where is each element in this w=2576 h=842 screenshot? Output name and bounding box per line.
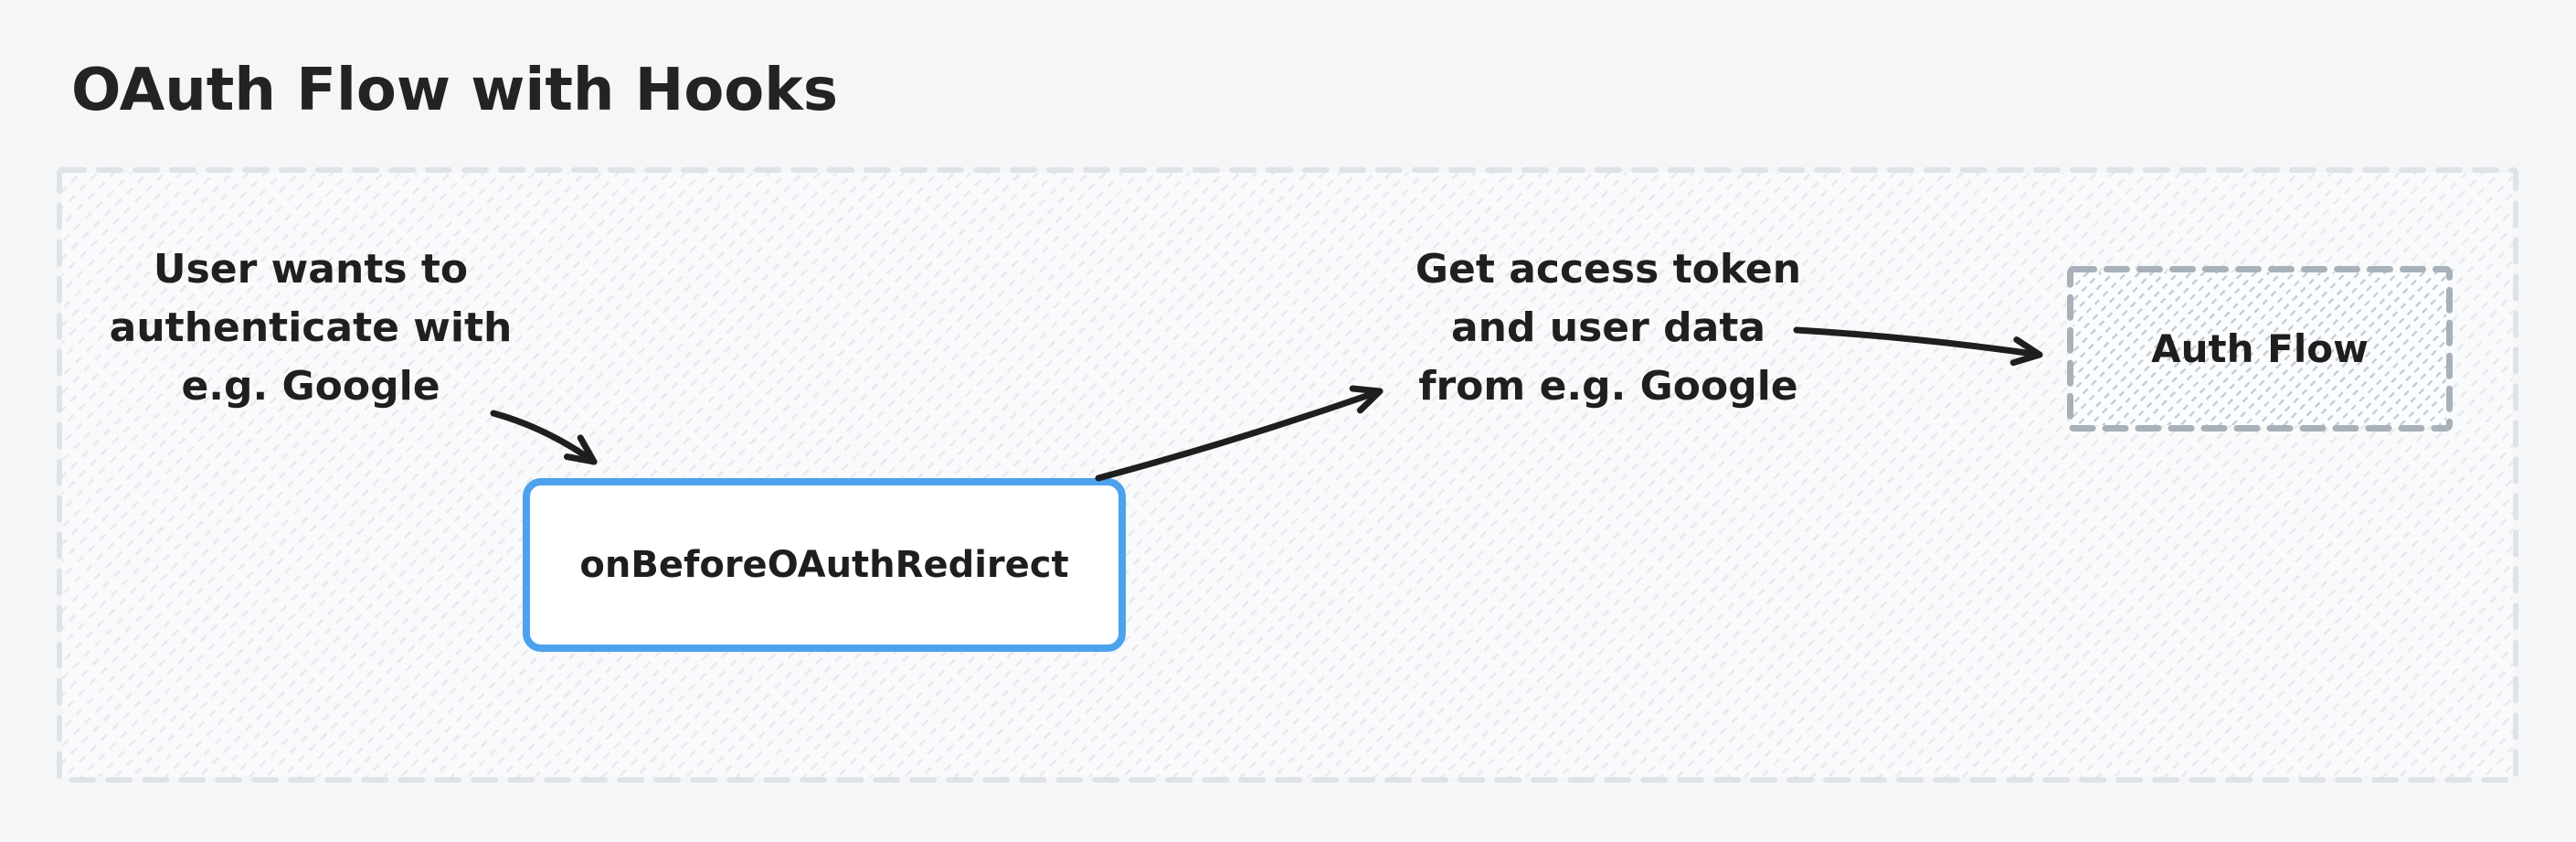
hook-node-label: onBeforeOAuthRedirect	[579, 544, 1069, 586]
auth-flow-node: Auth Flow	[2073, 272, 2446, 425]
diagram-title: OAuth Flow with Hooks	[71, 57, 838, 124]
hook-node-onbeforeoauthredirect: onBeforeOAuthRedirect	[523, 478, 1126, 652]
note-get-access-token: Get access token and user data from e.g.…	[1362, 240, 1855, 416]
note-line: from e.g. Google	[1418, 363, 1798, 410]
auth-flow-label: Auth Flow	[2151, 326, 2369, 371]
note-line: and user data	[1450, 304, 1766, 351]
note-line: authenticate with	[109, 304, 513, 351]
note-line: e.g. Google	[181, 363, 440, 410]
note-line: Get access token	[1415, 246, 1802, 293]
note-line: User wants to	[153, 246, 469, 293]
note-user-authenticate: User wants to authenticate with e.g. Goo…	[64, 240, 557, 416]
